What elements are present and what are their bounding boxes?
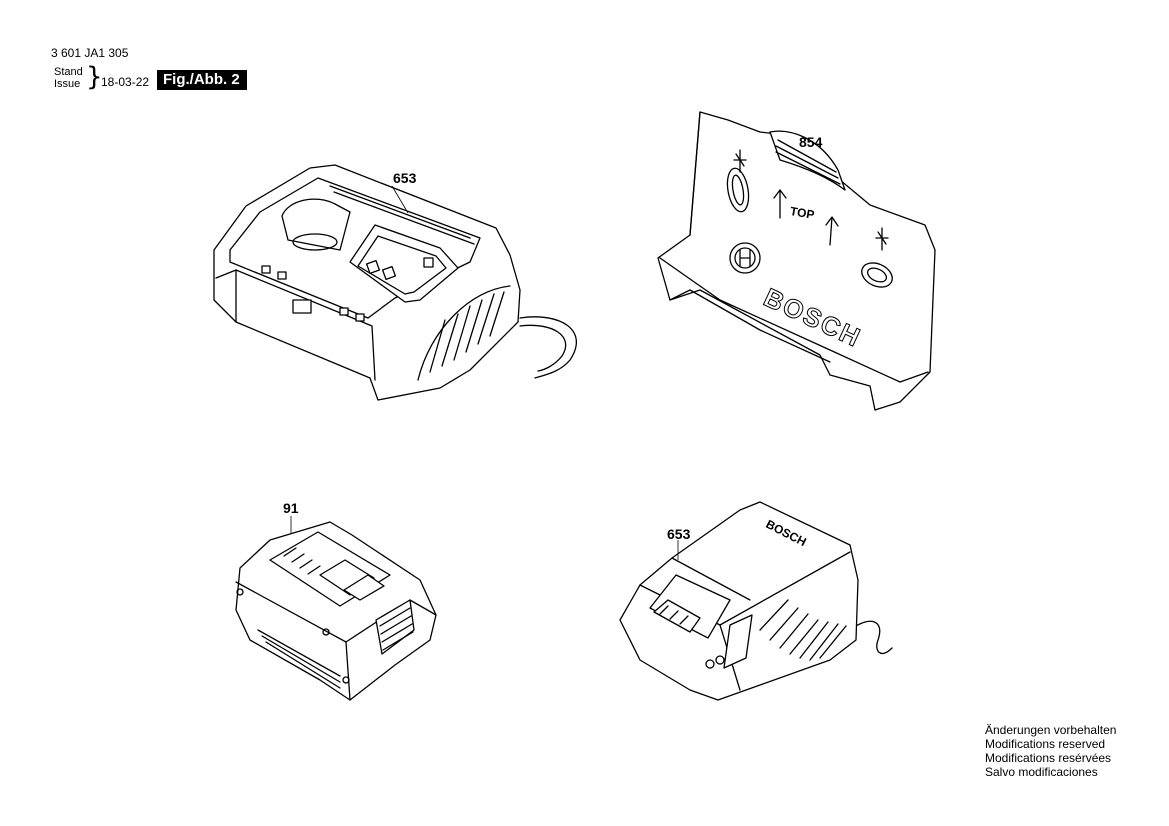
callout-91-battery: 91 — [283, 500, 299, 516]
charger-top-rail — [350, 225, 458, 302]
modifications-notice: Änderungen vorbehalten Modifications res… — [985, 723, 1116, 779]
charger-bottom-drawing — [620, 502, 892, 700]
issue-date: 18-03-22 — [101, 75, 150, 89]
charger-bottom-display — [724, 615, 752, 668]
notice-en: Modifications reserved — [985, 737, 1106, 751]
brace-glyph: } — [86, 62, 103, 92]
notice-es: Salvo modificaciones — [985, 765, 1098, 779]
stand-issue-labels: Stand Issue — [54, 66, 83, 90]
charger-top-drawing — [214, 165, 576, 400]
notice-de: Änderungen vorbehalten — [985, 723, 1117, 737]
callout-653-charger-bottom: 653 — [667, 526, 691, 542]
holder-arrow-right — [826, 217, 838, 245]
battery-drawing — [236, 516, 436, 700]
callout-653-charger-top: 653 — [393, 170, 417, 186]
callout-854-holder: 854 — [799, 134, 823, 150]
figure-badge: Fig./Abb. 2 — [157, 70, 247, 90]
charger-top-usb-port — [293, 300, 311, 313]
notice-fr: Modifications resérvées — [985, 751, 1112, 765]
charger-cable — [520, 317, 576, 378]
charger-bottom-body — [620, 502, 858, 700]
charger-bottom-side-fins — [760, 600, 846, 660]
part-number: 3 601 JA1 305 — [51, 46, 129, 60]
issue-label: Issue — [54, 78, 81, 90]
charger-bottom-cable — [850, 621, 892, 653]
holder-drawing — [658, 112, 935, 410]
holder-arrow-left — [774, 190, 786, 218]
stand-label: Stand — [54, 66, 83, 78]
charger-top-side-vents — [430, 292, 504, 372]
